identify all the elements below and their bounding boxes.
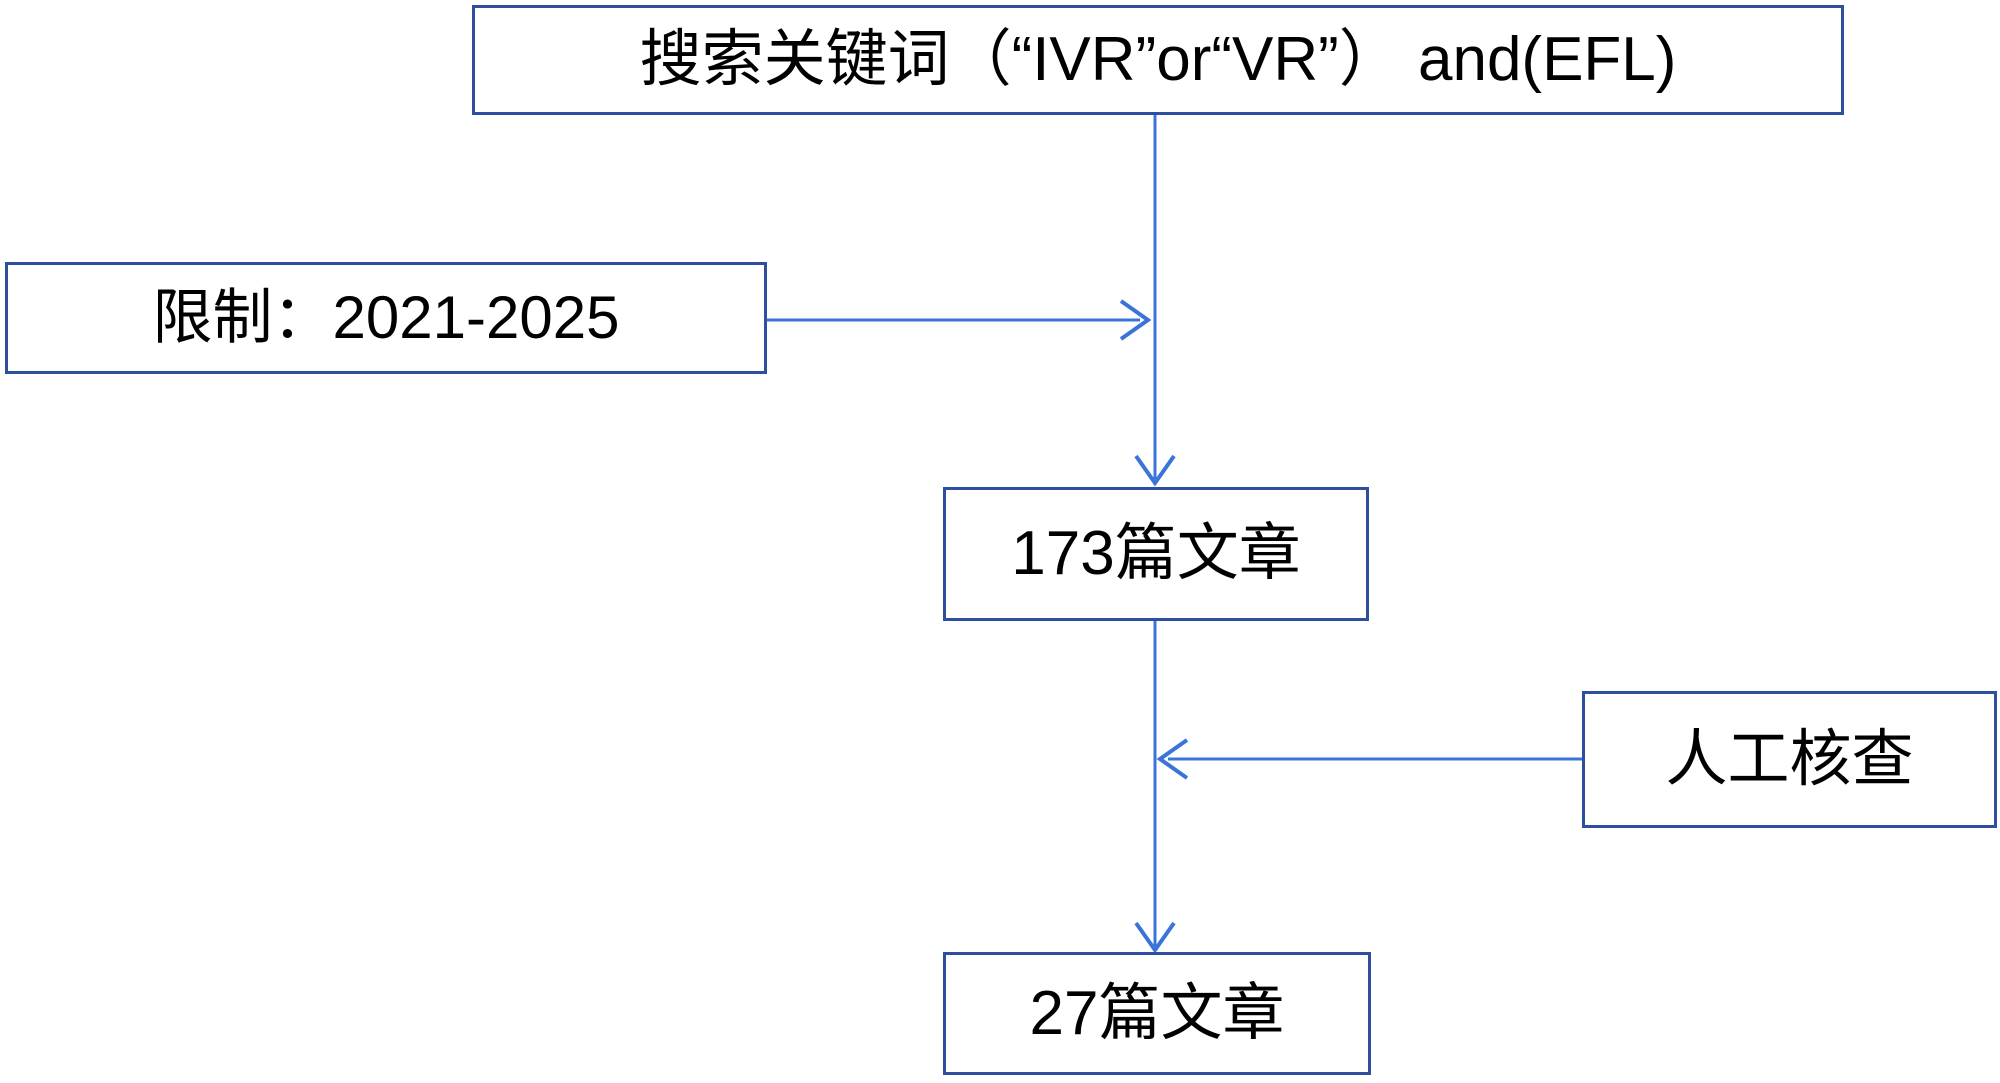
- manual-check-box: 人工核查: [1582, 691, 1997, 828]
- left-arrowhead-icon: [1156, 738, 1189, 780]
- articles-173-label: 173篇文章: [1011, 519, 1301, 588]
- search-keywords-label: 搜索关键词（“IVR”or“VR”） and(EFL): [639, 25, 1677, 94]
- limit-years-box: 限制：2021-2025: [5, 262, 767, 374]
- down-arrowhead-icon: [1134, 921, 1176, 954]
- articles-27-box: 27篇文章: [943, 952, 1371, 1075]
- down-arrowhead-icon: [1134, 454, 1176, 487]
- search-keywords-box: 搜索关键词（“IVR”or“VR”） and(EFL): [472, 5, 1844, 115]
- manual-check-label: 人工核查: [1665, 724, 1914, 794]
- articles-27-label: 27篇文章: [1029, 978, 1285, 1048]
- limit-years-label: 限制：2021-2025: [152, 284, 620, 351]
- articles-173-box: 173篇文章: [943, 487, 1369, 621]
- right-arrowhead-icon: [1119, 299, 1152, 341]
